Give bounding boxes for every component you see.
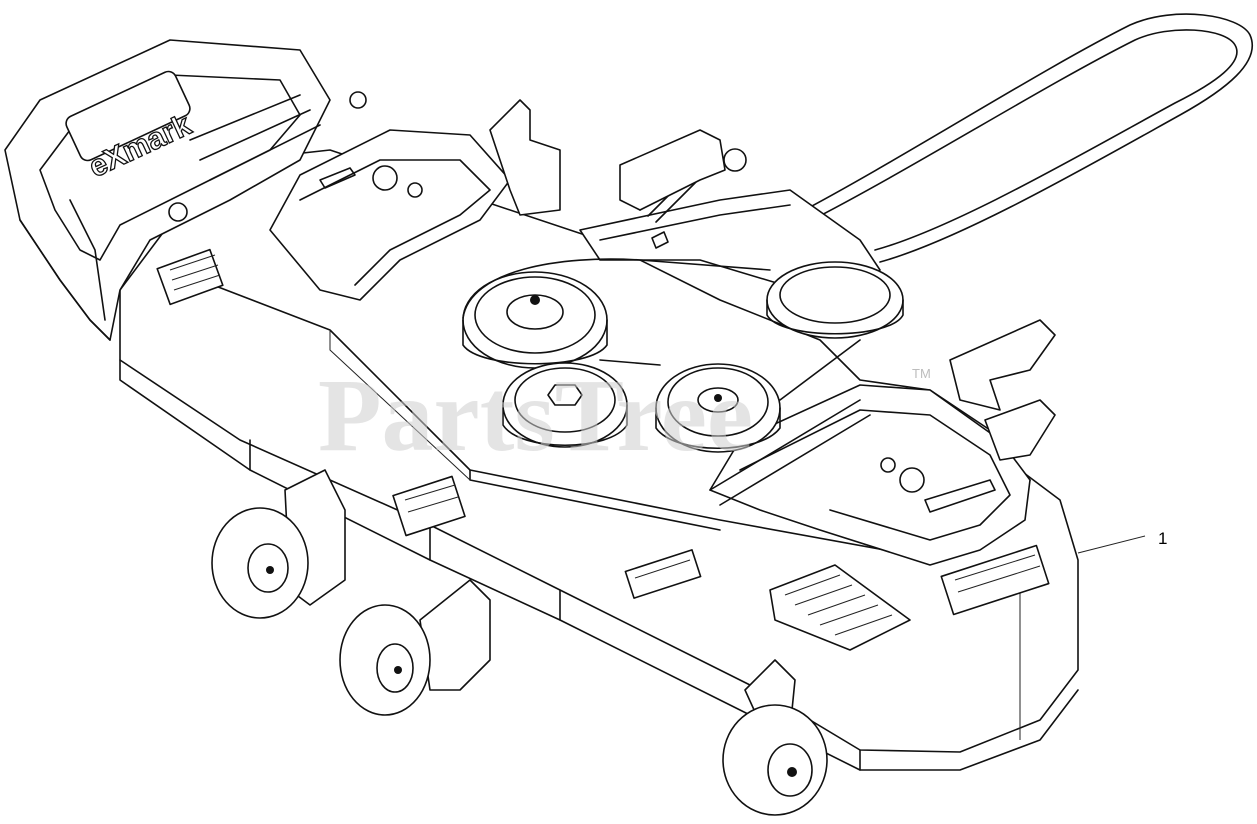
anti-scalp-wheel-center <box>339 579 491 716</box>
anti-scalp-wheel-right <box>722 659 828 816</box>
warning-decal-left <box>156 248 224 306</box>
watermark-text: PartsTree <box>318 358 753 473</box>
anti-scalp-wheel-left <box>211 469 346 619</box>
rear-mount-bracket <box>489 99 726 216</box>
side-discharge-shield: eXmark <box>4 39 367 341</box>
callout-1: 1 <box>1077 529 1167 554</box>
spindle-pulley-right <box>655 363 781 453</box>
left-belt-cover <box>269 129 511 301</box>
warning-decal-center <box>624 549 702 599</box>
right-belt-cover <box>709 384 1031 566</box>
spindle-pulley-center <box>502 362 628 448</box>
deck-belt <box>462 258 861 401</box>
deck-step-plate <box>769 564 911 651</box>
idler-arm-assembly <box>579 148 904 339</box>
watermark-tm: TM <box>912 366 931 381</box>
drive-belt <box>794 13 1253 263</box>
watermark: PartsTree TM <box>318 358 931 473</box>
callout-number: 1 <box>1158 529 1167 548</box>
warning-decal-front <box>392 475 466 537</box>
right-mount-bracket <box>949 319 1056 461</box>
warning-decal-right <box>940 544 1050 616</box>
